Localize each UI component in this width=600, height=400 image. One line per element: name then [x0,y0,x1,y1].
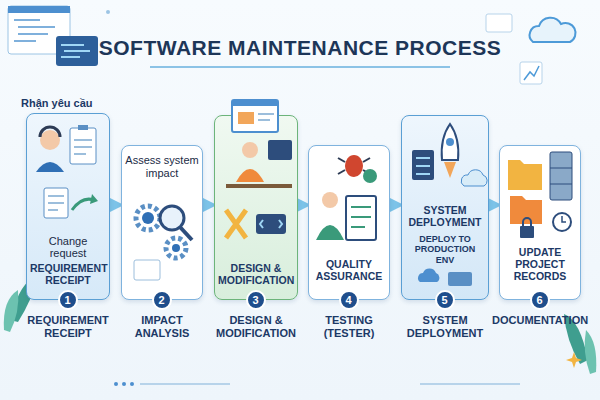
step-number: 6 [530,290,550,310]
flow-arrow [300,203,305,208]
step-card: Rhận yêu cầuChange requestREQUIREMENT RE… [26,113,110,300]
callout-number: 3 [248,294,264,306]
step-card: SYSTEM DEPLOYMENT DEPLOY TO PRODUCTION EN… [401,115,489,300]
step-label: DESIGN & MODIFICATION [208,314,304,340]
callout-number: 1 [60,294,76,306]
flow-arrow [491,203,496,208]
flow-arrow [112,203,118,208]
diagram-title: SOFTWARE MAINTENANCE PROCESS [0,36,600,60]
step-heading: UPDATE PROJECT RECORDS [503,246,577,282]
step-heading: QUALITY ASSURANCE [312,258,386,282]
callout-number: 6 [532,294,548,306]
step-label: IMPACT ANALYSIS [114,314,210,340]
flow-arrow [205,203,211,208]
step-heading: REQUIREMENT RECEIPT [30,262,106,286]
step-text: Assess system impact [125,154,199,179]
step-heading: DEPLOY TO PRODUCTION ENV [405,234,485,265]
step-heading: Rhận yêu cầu [21,97,93,110]
flow-arrow [392,203,398,208]
step-number: 2 [152,290,172,310]
callout-number: 5 [437,294,453,306]
step-card: QUALITY ASSURANCE4 [308,145,390,300]
step-card: UPDATE PROJECT RECORDS6 [499,145,581,300]
step-number: 5 [435,290,455,310]
step-card: DESIGN & MODIFICATION3 [214,115,298,300]
step-text: Change request [30,235,106,260]
step-label: TESTING (TESTER) [301,314,397,340]
step-label: REQUIREMENT RECEIPT [20,314,116,340]
step-number: 1 [58,290,78,310]
step-number: 3 [246,290,266,310]
step-heading: DESIGN & MODIFICATION [218,262,294,286]
step-card: Assess system impact2 [121,145,203,300]
step-number: 4 [339,290,359,310]
step-label: DOCUMENTATION [492,314,588,327]
callout-number: 4 [341,294,357,306]
step-heading: SYSTEM DEPLOYMENT [405,204,485,228]
step-label: SYSTEM DEPLOYMENT [397,314,493,340]
callout-number: 2 [154,294,170,306]
